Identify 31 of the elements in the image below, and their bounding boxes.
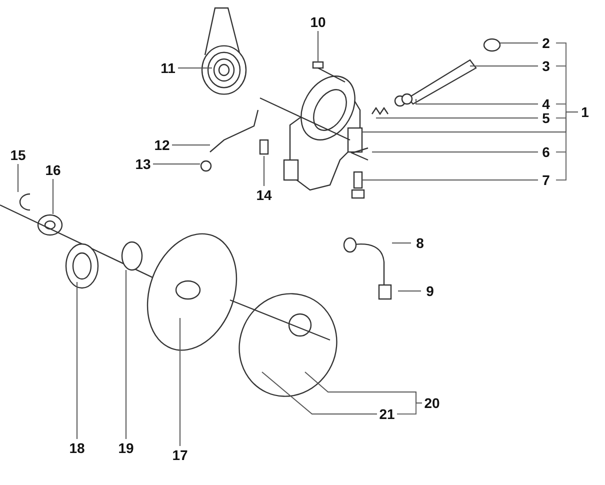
leader-line	[392, 242, 412, 244]
leader-line	[416, 98, 538, 104]
callout-number: 6	[542, 144, 550, 160]
callout-number: 13	[135, 156, 151, 172]
leader-line	[304, 372, 422, 404]
callout-number: 12	[154, 137, 170, 153]
callout-number: 5	[542, 110, 550, 126]
callout-number: 7	[542, 172, 550, 188]
callout-number: 20	[424, 395, 440, 411]
leader-line	[172, 144, 210, 146]
callout-number: 4	[542, 96, 550, 112]
leader-line	[52, 178, 54, 214]
callout-number: 2	[542, 35, 550, 51]
leader-line	[500, 42, 538, 44]
callout-number: 10	[310, 14, 326, 30]
leader-line	[76, 282, 78, 440]
callout-number: 17	[172, 447, 188, 463]
callout-number: 15	[10, 147, 26, 163]
leader-line	[262, 372, 378, 414]
callout-number: 8	[416, 235, 424, 251]
callout-number: 14	[256, 187, 272, 203]
callout-number: 11	[160, 60, 176, 76]
callout-number: 21	[379, 406, 395, 422]
callout-number: 3	[542, 58, 550, 74]
callout-number: 9	[426, 283, 434, 299]
callout-number: 19	[118, 440, 134, 456]
leader-line	[362, 112, 578, 132]
leader-line	[398, 290, 422, 292]
callout-number: 18	[69, 440, 85, 456]
callout-number: 1	[581, 104, 589, 120]
callout-number: 16	[45, 162, 61, 178]
